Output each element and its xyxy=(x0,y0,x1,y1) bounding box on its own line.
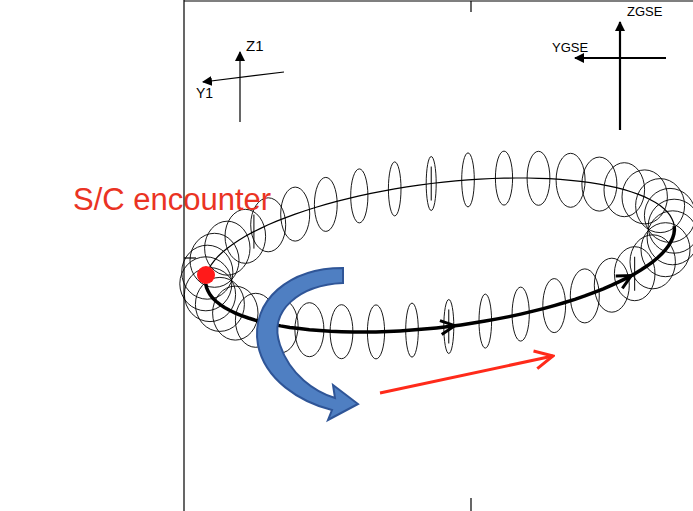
field-loop xyxy=(614,247,655,301)
axis-label: YGSE xyxy=(552,41,588,54)
axis-arrowhead xyxy=(616,276,632,289)
encounter-dot xyxy=(197,266,215,284)
axis-arrowhead xyxy=(440,321,455,335)
field-loop xyxy=(180,257,232,311)
field-loop xyxy=(647,211,693,265)
axis-label: Y1 xyxy=(196,86,213,100)
rotation-arrow xyxy=(257,268,358,420)
axis-tick xyxy=(634,257,635,291)
plot-frame xyxy=(184,0,693,511)
annotation-label: S/C encounter xyxy=(73,184,271,215)
motion-arrow xyxy=(380,356,553,393)
local-axes xyxy=(203,52,284,122)
field-loop xyxy=(644,188,693,242)
gse-axes xyxy=(575,22,666,130)
axis-label: ZGSE xyxy=(627,5,662,18)
rope-axis-back xyxy=(206,178,675,284)
axis-tick xyxy=(253,215,254,249)
axis-label: Z1 xyxy=(246,38,264,53)
axis-tick xyxy=(431,167,432,201)
axis-tick xyxy=(448,309,449,343)
